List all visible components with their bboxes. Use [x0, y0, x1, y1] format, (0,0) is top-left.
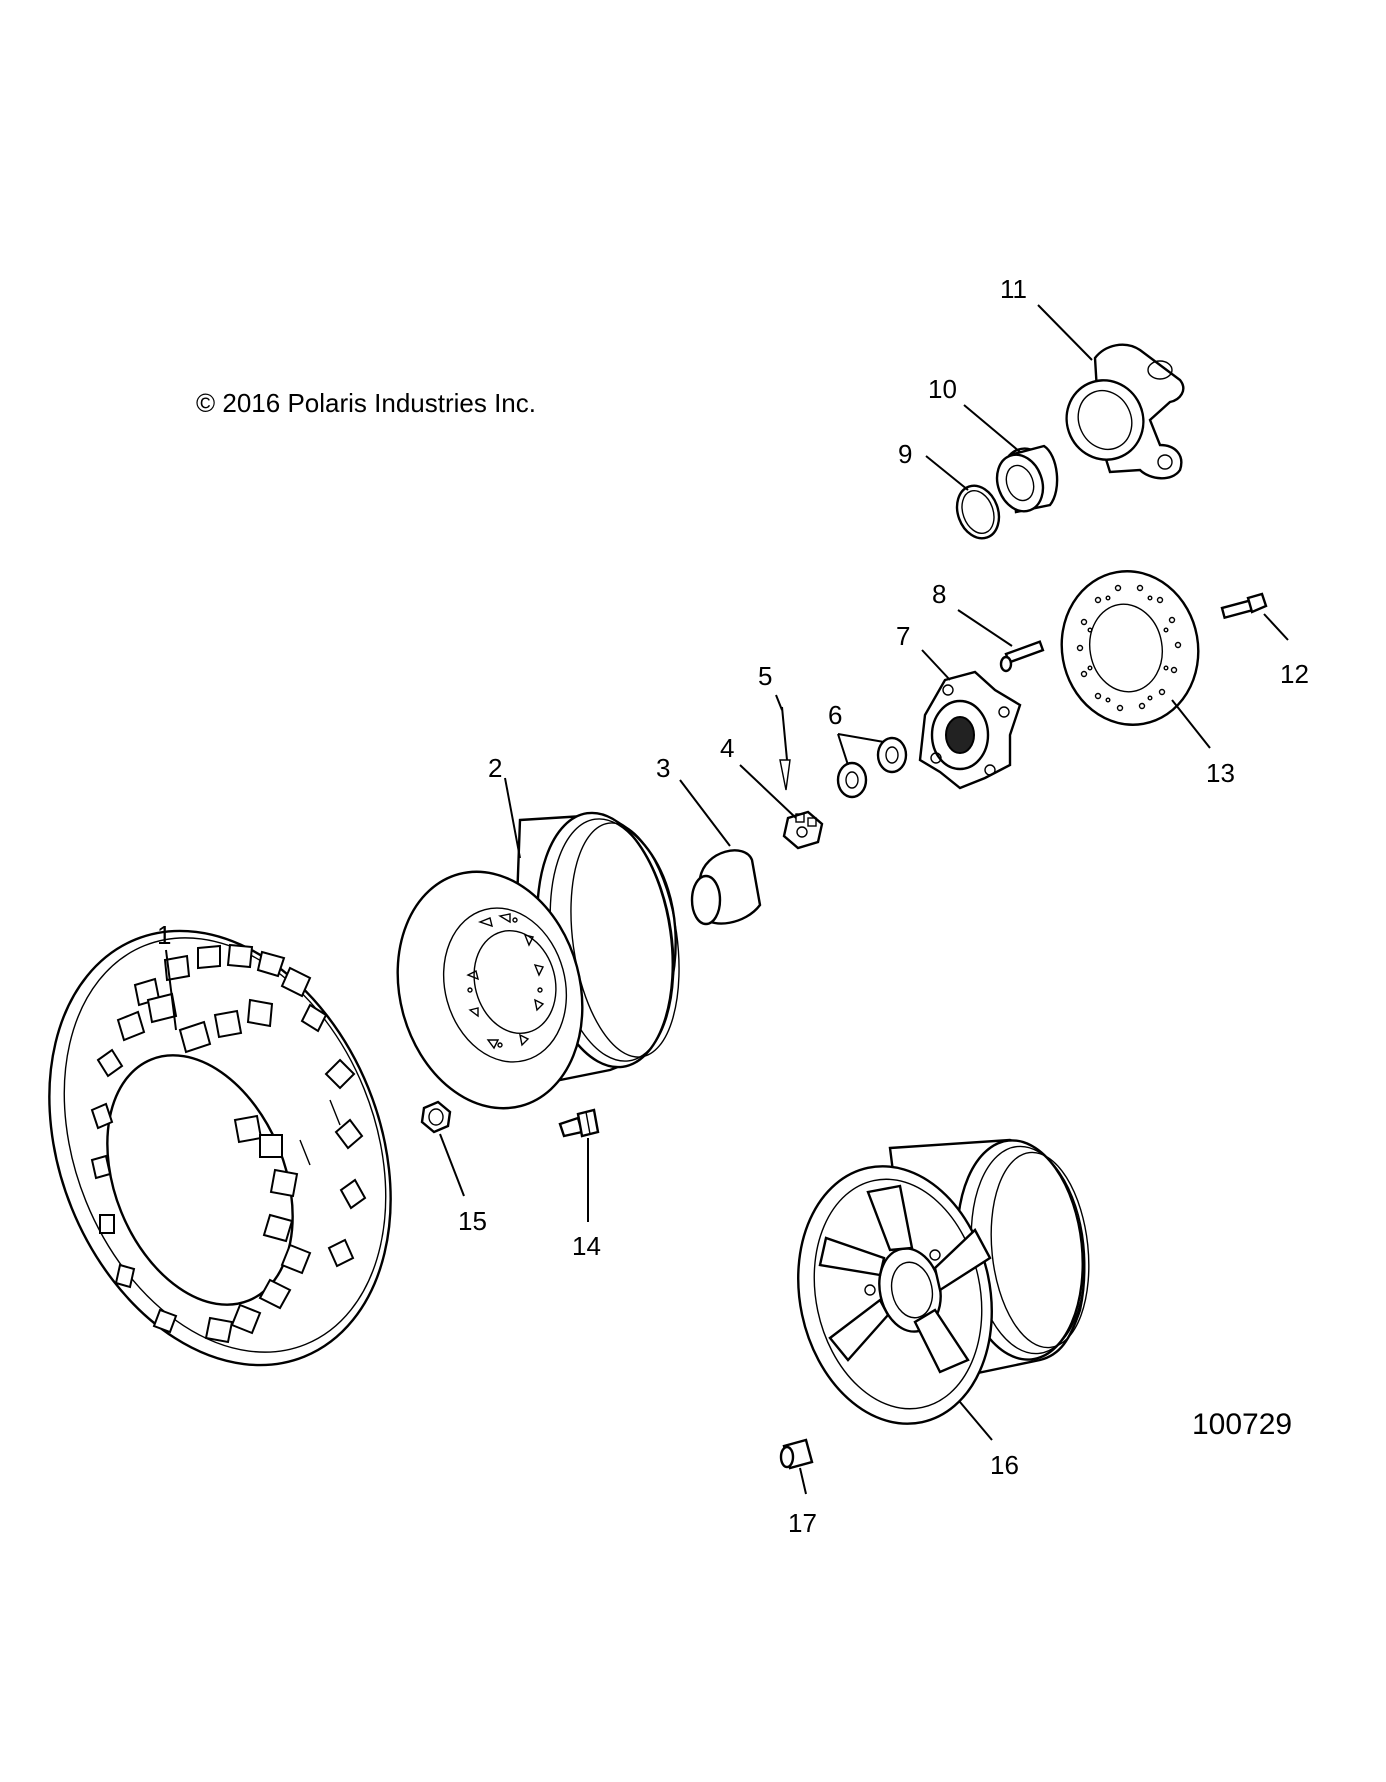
leader-3: [679, 779, 731, 847]
callout-11: 11: [1000, 274, 1027, 304]
leader-16: [959, 1401, 993, 1441]
callout-17: 17: [788, 1508, 817, 1538]
leader-17: [799, 1467, 807, 1495]
callout-1: 1: [157, 920, 171, 950]
callout-9: 9: [898, 439, 912, 469]
part-11-bearing-carrier: [1065, 343, 1185, 480]
leader-4: [739, 764, 797, 819]
callout-13: 13: [1206, 758, 1235, 788]
leader-1: [165, 949, 177, 1031]
leader-13: [1171, 699, 1211, 749]
part-2-wheel: [396, 811, 680, 1110]
leader-11: [1037, 304, 1093, 361]
part-6-washers: [836, 736, 908, 799]
part-15-lug-nut: [420, 1100, 452, 1134]
leader-10: [963, 404, 1021, 453]
callout-4: 4: [720, 733, 734, 763]
copyright-text: © 2016 Polaris Industries Inc.: [196, 388, 536, 418]
leader-7: [921, 649, 951, 681]
part-13-brake-disc: [1060, 570, 1200, 726]
callout-8: 8: [932, 579, 946, 609]
part-16-cast-wheel: [797, 1138, 1090, 1425]
leader-5: [775, 694, 783, 711]
leader-12: [1263, 613, 1289, 641]
callout-15: 15: [458, 1206, 487, 1236]
part-10-bearing: [995, 444, 1059, 514]
leader-9: [925, 455, 969, 491]
callout-6: 6: [828, 700, 842, 730]
callout-16: 16: [990, 1450, 1019, 1480]
callout-10: 10: [928, 374, 957, 404]
callout-2: 2: [488, 753, 502, 783]
part-4-castle-nut: [782, 810, 824, 850]
callout-3: 3: [656, 753, 670, 783]
callout-14: 14: [572, 1231, 601, 1261]
part-3-hub-cap: [690, 849, 762, 926]
part-14-valve-stem: [558, 1108, 600, 1138]
leader-2: [504, 777, 521, 859]
leader-8: [957, 609, 1013, 647]
leader-6b: [837, 733, 885, 743]
part-7-hub: [918, 670, 1022, 790]
part-5-cotter-pin: [779, 706, 791, 791]
part-8-stud: [999, 640, 1045, 673]
callout-12: 12: [1280, 659, 1309, 689]
diagram-number: 100729: [1192, 1408, 1292, 1441]
callout-5: 5: [758, 661, 772, 691]
callout-7: 7: [896, 621, 910, 651]
leader-15: [439, 1133, 465, 1197]
part-1-tire: [48, 929, 392, 1367]
leader-6a: [837, 733, 849, 766]
part-9-snap-ring: [955, 484, 1001, 540]
part-12-bolt: [1220, 592, 1268, 620]
part-17-cap: [779, 1438, 814, 1470]
